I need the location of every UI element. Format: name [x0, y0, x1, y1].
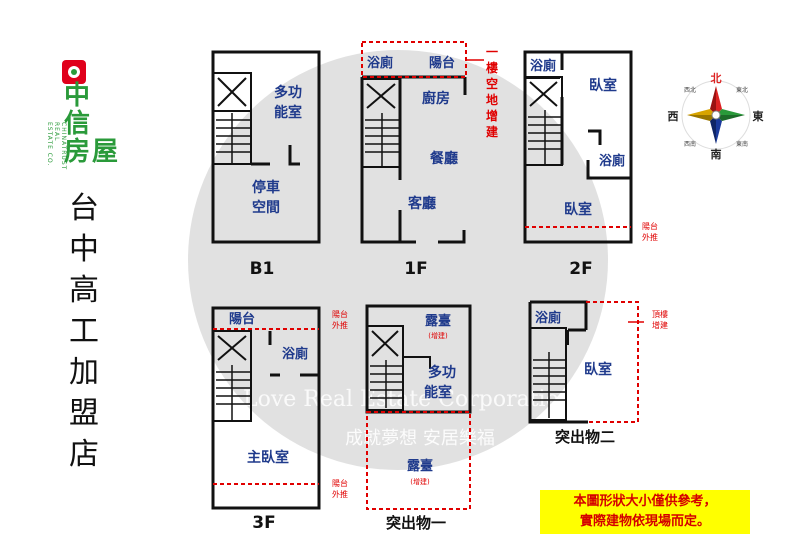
- stairs-3f: [216, 365, 251, 420]
- 3f-room-master: 主臥室: [247, 449, 289, 466]
- 3f-label: 3F: [252, 513, 275, 533]
- p1-room-multi: 多功: [428, 364, 456, 381]
- 2f-room-bath-2: 浴廁: [599, 153, 625, 169]
- stairs-p1: [370, 360, 403, 408]
- compass-ne: 東北: [736, 86, 748, 94]
- 3f-room-bath: 浴廁: [282, 346, 308, 362]
- compass-west: 西: [668, 110, 679, 123]
- p1-label: 突出物一: [386, 514, 446, 532]
- 2f-annotation: 陽台外推: [642, 221, 658, 242]
- 1f-room-balcony: 陽台: [429, 55, 455, 71]
- store-name-char: 店: [69, 437, 99, 472]
- 1f-room-living: 客廳: [407, 195, 436, 212]
- store-name-char: 高: [69, 273, 99, 308]
- store-name-char: 盟: [69, 396, 99, 431]
- chinatrust-logo-icon: [62, 60, 86, 84]
- stairs-1f: [365, 113, 400, 166]
- disclaimer-line-2: 實際建物依現場而定。: [579, 514, 710, 529]
- watermark-zh: 成就夢想 安居樂福: [345, 428, 495, 449]
- floor-3f: [211, 306, 321, 510]
- 1f-annotation: 一樓空地增建: [485, 45, 499, 139]
- b1-room-multi: 多功: [274, 84, 302, 101]
- compass-nw: 西北: [684, 86, 696, 94]
- disclaimer-line-1: 本圖形狀大小僅供參考，: [573, 494, 717, 509]
- 3f-room-balcony: 陽台: [229, 311, 255, 327]
- 1f-label: 1F: [404, 259, 427, 279]
- p1-room-multi-2: 能室: [424, 384, 452, 401]
- 2f-room-bedroom: 臥室: [589, 77, 617, 94]
- brand-name-line: 房屋: [64, 137, 121, 167]
- b1-room-parking: 停車: [252, 179, 280, 196]
- brand-name-line: 信: [64, 109, 93, 139]
- compass-north: 北: [711, 71, 722, 85]
- brand-name-line: 中: [64, 81, 93, 111]
- 1f-room-bath: 浴廁: [367, 55, 393, 71]
- 3f-annotation-bottom: 陽台外推: [332, 478, 348, 499]
- p1-room-terrace-2: 露臺: [407, 458, 433, 474]
- store-name-char: 工: [69, 314, 99, 349]
- floor-b1: [211, 50, 321, 244]
- p2-label: 突出物二: [555, 428, 615, 446]
- compass-se: 東南: [736, 140, 748, 148]
- p1-room-terrace-note-2: (增建): [410, 477, 430, 486]
- p2-room-bedroom: 臥室: [584, 361, 612, 378]
- store-name: 台中高工加盟店: [66, 188, 102, 475]
- p1-room-terrace-note: (增建): [428, 331, 448, 340]
- stairs-p2: [533, 352, 566, 418]
- disclaimer-note: 本圖形狀大小僅供參考， 實際建物依現場而定。: [540, 490, 750, 534]
- 3f-annotation-top: 陽台外推: [332, 309, 348, 330]
- watermark-en: Love Real Estate Corporation: [243, 387, 573, 412]
- p2-addition-outline: [586, 301, 639, 423]
- p2-room-bath: 浴廁: [535, 310, 561, 326]
- compass-east: 東: [753, 109, 765, 123]
- stairs-2f: [528, 110, 562, 165]
- floor-p1: [365, 304, 472, 414]
- compass-rose: [681, 80, 751, 150]
- 2f-label: 2F: [569, 259, 592, 279]
- brand-english: CHINATRUST REAL ESTATE CO.: [46, 122, 67, 171]
- brand-name: 中信房屋: [64, 82, 126, 166]
- 1f-room-dining: 餐廳: [429, 150, 458, 167]
- 2f-room-bath: 浴廁: [530, 58, 556, 74]
- 2f-room-bedroom-2: 臥室: [564, 201, 592, 218]
- stairs-b1: [216, 113, 251, 163]
- floor-2f: [523, 50, 633, 244]
- 1f-room-kitchen: 廚房: [422, 90, 450, 107]
- p2-annotation: 頂樓增建: [652, 309, 668, 330]
- compass-sw: 西南: [684, 140, 696, 148]
- b1-label: B1: [250, 259, 275, 279]
- b1-room-parking-2: 空間: [252, 199, 280, 216]
- b1-room-multi-2: 能室: [274, 104, 302, 121]
- p1-room-terrace: 露臺: [425, 313, 451, 329]
- store-name-char: 中: [69, 232, 99, 267]
- compass-south: 南: [711, 147, 722, 161]
- store-name-char: 台: [69, 191, 99, 226]
- store-name-char: 加: [69, 355, 99, 390]
- p1-terrace-outline: [366, 411, 471, 510]
